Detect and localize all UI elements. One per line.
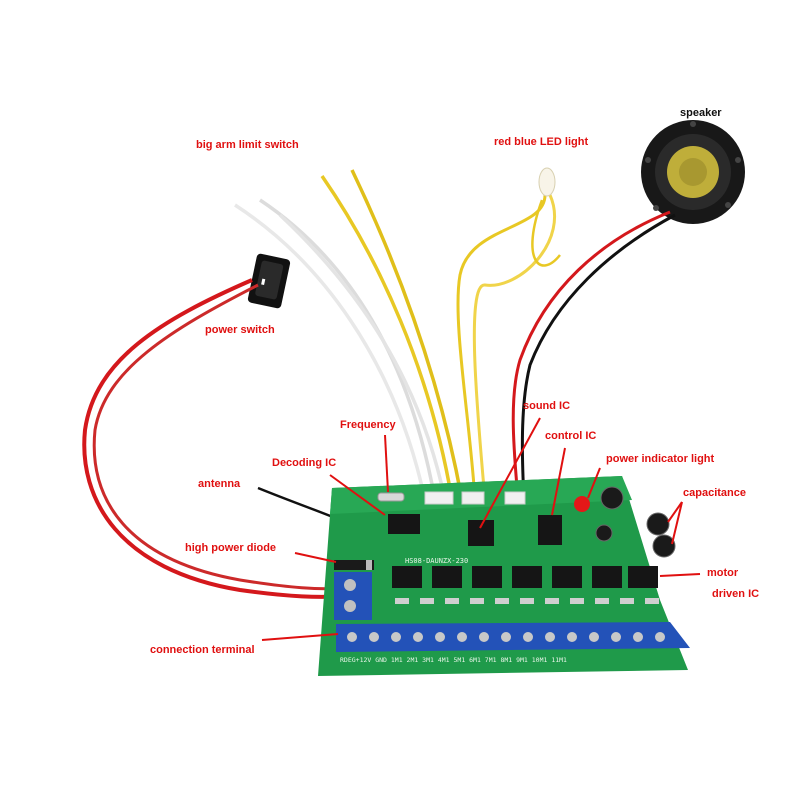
label-high-power-diode: high power diode (185, 542, 277, 554)
terminal-markings: RDEG+12V GND 1M1 2M1 3M1 4M1 5M1 6M1 7M1… (340, 656, 567, 664)
label-red-blue-led-light: red blue LED light (494, 136, 589, 148)
led-bulb (538, 167, 556, 197)
label-frequency: Frequency (340, 419, 396, 431)
yellow-wire-1 (320, 175, 454, 501)
label-power-switch: power switch (205, 324, 275, 336)
speaker-wire-black (520, 213, 676, 501)
label-control-ic: control IC (545, 430, 597, 442)
label-capacitance: capacitance (683, 487, 746, 499)
label-big-arm-limit-switch: big arm limit switch (196, 139, 299, 151)
label-sound-ic: sound IC (523, 400, 571, 412)
white-wire-3 (278, 213, 447, 501)
driver-ic-row (392, 566, 658, 588)
label-connection-terminal: connection terminal (150, 644, 255, 656)
label-speaker: speaker (680, 107, 722, 119)
power-switch (247, 253, 291, 309)
label-decoding-ic: Decoding IC (272, 457, 337, 469)
yellow-wire-2 (350, 169, 464, 501)
black-wire-switch (92, 283, 346, 591)
label-motor: motor (707, 567, 739, 579)
red-wire-switch (82, 278, 346, 599)
annotation-arrows (261, 417, 701, 641)
terminal-strip (336, 622, 690, 652)
label-power-indicator-light: power indicator light (606, 453, 715, 465)
white-wire-1 (234, 203, 427, 501)
led-wire-loop (456, 194, 547, 501)
silkscreen-model: HS08-DAUNZX-230 (405, 557, 469, 565)
speaker-wire-red (511, 210, 671, 501)
speaker-body (641, 120, 745, 224)
terminal-screws (347, 632, 665, 642)
label-antenna: antenna (198, 478, 241, 490)
label-driven-ic: driven IC (712, 588, 760, 600)
led-wire-loop-2 (472, 194, 557, 501)
led-wire-loop-3 (531, 199, 561, 267)
